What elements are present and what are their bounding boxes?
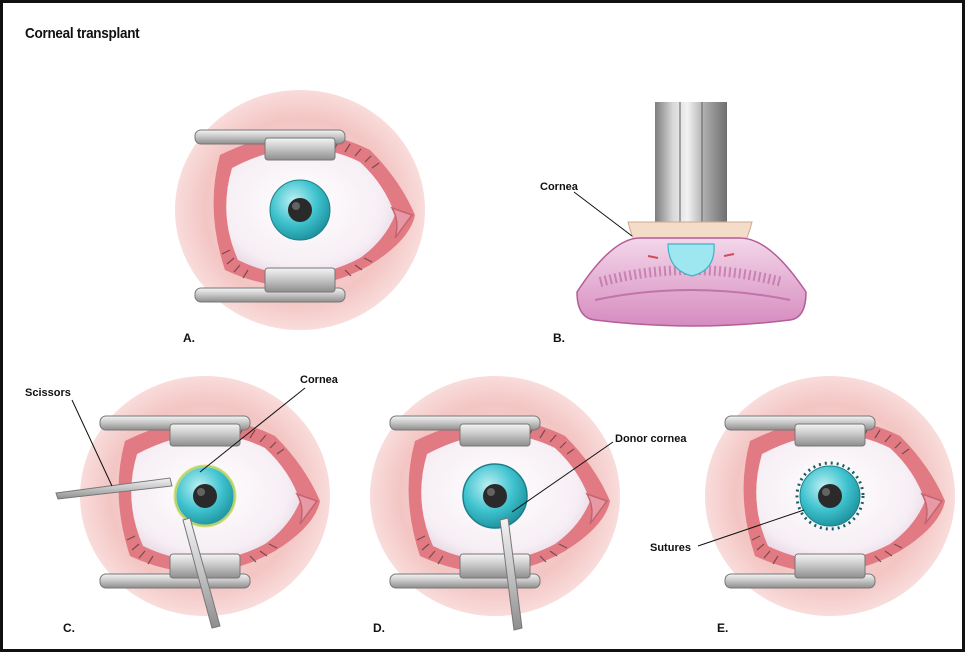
- panel-b-cornea-callout: Cornea: [540, 181, 579, 193]
- panel-b-label: B.: [553, 331, 565, 345]
- panel-d-donor-callout: Donor cornea: [615, 433, 687, 445]
- panel-a-eye: [175, 90, 425, 330]
- panel-c-cornea-callout: Cornea: [300, 374, 339, 386]
- panel-c-scissors-callout: Scissors: [25, 387, 71, 399]
- panel-d-eye: [370, 376, 620, 616]
- panel-c-label: C.: [63, 621, 75, 635]
- panel-a-label: A.: [183, 331, 195, 345]
- panel-e-eye: [705, 376, 955, 616]
- panel-e-sutures-callout: Sutures: [650, 542, 691, 554]
- panel-b-trephine: [574, 102, 806, 326]
- panel-e-label: E.: [717, 621, 728, 635]
- panel-d-label: D.: [373, 621, 385, 635]
